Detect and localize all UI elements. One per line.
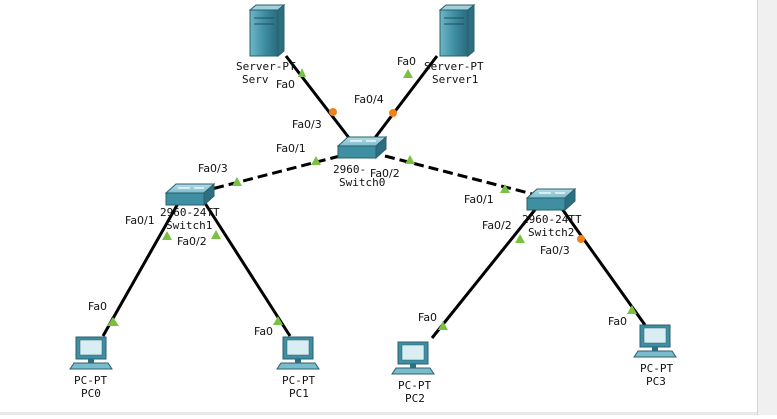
pc2-model: PC-PT <box>398 379 431 392</box>
port-label: Fa0 <box>254 325 273 338</box>
link-light-up <box>273 316 283 325</box>
cable-server1-switch0[interactable] <box>366 55 439 148</box>
port-label: Fa0/2 <box>370 167 400 180</box>
port-label: Fa0/4 <box>354 93 384 106</box>
pc0-model: PC-PT <box>74 374 107 387</box>
link-light-blocking <box>389 109 397 117</box>
switch0-name: Switch0 <box>339 176 385 189</box>
port-label: Fa0 <box>608 315 627 328</box>
port-label: Fa0/3 <box>198 162 228 175</box>
pc1-model: PC-PT <box>282 374 315 387</box>
pc-icon <box>391 341 435 375</box>
link-light-blocking <box>329 108 337 116</box>
server1-model: Server-PT <box>424 60 484 73</box>
link-light-up <box>438 321 448 330</box>
link-light-up <box>232 177 242 186</box>
server-icon <box>248 3 286 58</box>
port-label: Fa0 <box>88 300 107 313</box>
server0-name: Serv <box>242 73 269 86</box>
port-label: Fa0 <box>397 55 416 68</box>
pc-icon <box>633 324 677 358</box>
cable-switch1-pc1[interactable] <box>201 199 292 337</box>
port-label: Fa0/3 <box>292 118 322 131</box>
link-light-up <box>515 234 525 243</box>
port-label: Fa0/2 <box>177 235 207 248</box>
pc-icon <box>276 336 320 370</box>
cable-switch2-pc2[interactable] <box>430 205 540 339</box>
link-light-blocking <box>577 235 585 243</box>
port-label: Fa0 <box>276 78 295 91</box>
port-label: Fa0/1 <box>125 214 155 227</box>
pc2[interactable]: PC-PT PC2 <box>391 341 435 405</box>
canvas-bottom-edge <box>0 412 757 415</box>
link-light-up <box>627 305 637 314</box>
switch1-name: Switch1 <box>166 219 212 232</box>
link-light-up <box>107 317 119 326</box>
link-light-up <box>311 156 321 165</box>
pc1-name: PC1 <box>289 387 309 400</box>
server-icon <box>438 3 476 58</box>
server1[interactable]: Server-PT Server1 <box>424 3 484 86</box>
pc3-model: PC-PT <box>640 362 673 375</box>
server1-name: Server1 <box>432 73 478 86</box>
cable-switch2-pc3[interactable] <box>558 205 647 326</box>
cable-switch1-pc0[interactable] <box>101 199 182 337</box>
switch0-model: 2960- <box>333 163 366 176</box>
switch2-model: 2960-24TT <box>522 213 582 226</box>
pc0[interactable]: PC-PT PC0 <box>69 336 113 400</box>
port-label: Fa0 <box>418 311 437 324</box>
switch1[interactable]: 2960-24TT Switch1 <box>160 182 220 232</box>
cable-switch0-switch2[interactable] <box>384 154 541 198</box>
link-lights <box>107 68 637 330</box>
cable-server0-switch0[interactable] <box>284 55 358 148</box>
link-light-up <box>403 69 413 78</box>
link-light-up <box>405 155 415 164</box>
port-labels: Fa0 Fa0 Fa0/3 Fa0/4 Fa0/1 Fa0/2 Fa0/3 Fa… <box>88 55 627 338</box>
switch-icon <box>164 182 216 207</box>
switch2[interactable]: 2960-24TT Switch2 <box>522 187 582 239</box>
port-label: Fa0/3 <box>540 244 570 257</box>
pc-icon <box>69 336 113 370</box>
switch-icon <box>336 135 388 160</box>
switch1-model: 2960-24TT <box>160 206 220 219</box>
topology-canvas[interactable]: Server-PT Serv Server-PT Server1 2960- S… <box>0 0 757 415</box>
server0-model: Server-PT <box>236 60 296 73</box>
link-light-up <box>211 230 221 239</box>
switch0[interactable]: 2960- Switch0 <box>333 135 388 189</box>
switch2-name: Switch2 <box>528 226 574 239</box>
pc3-name: PC3 <box>646 375 666 388</box>
pc1[interactable]: PC-PT PC1 <box>276 336 320 400</box>
switch-icon <box>525 187 577 212</box>
pc0-name: PC0 <box>81 387 101 400</box>
vertical-scrollbar[interactable] <box>757 0 777 415</box>
pc2-name: PC2 <box>405 392 425 405</box>
server0[interactable]: Server-PT Serv <box>236 3 296 86</box>
link-light-up <box>298 68 306 77</box>
port-label: Fa0/1 <box>464 193 494 206</box>
topology-diagram: Server-PT Serv Server-PT Server1 2960- S… <box>69 3 677 405</box>
link-light-up <box>500 184 510 193</box>
port-label: Fa0/1 <box>276 142 306 155</box>
link-light-up <box>162 231 172 240</box>
pc3[interactable]: PC-PT PC3 <box>633 324 677 388</box>
port-label: Fa0/2 <box>482 219 512 232</box>
